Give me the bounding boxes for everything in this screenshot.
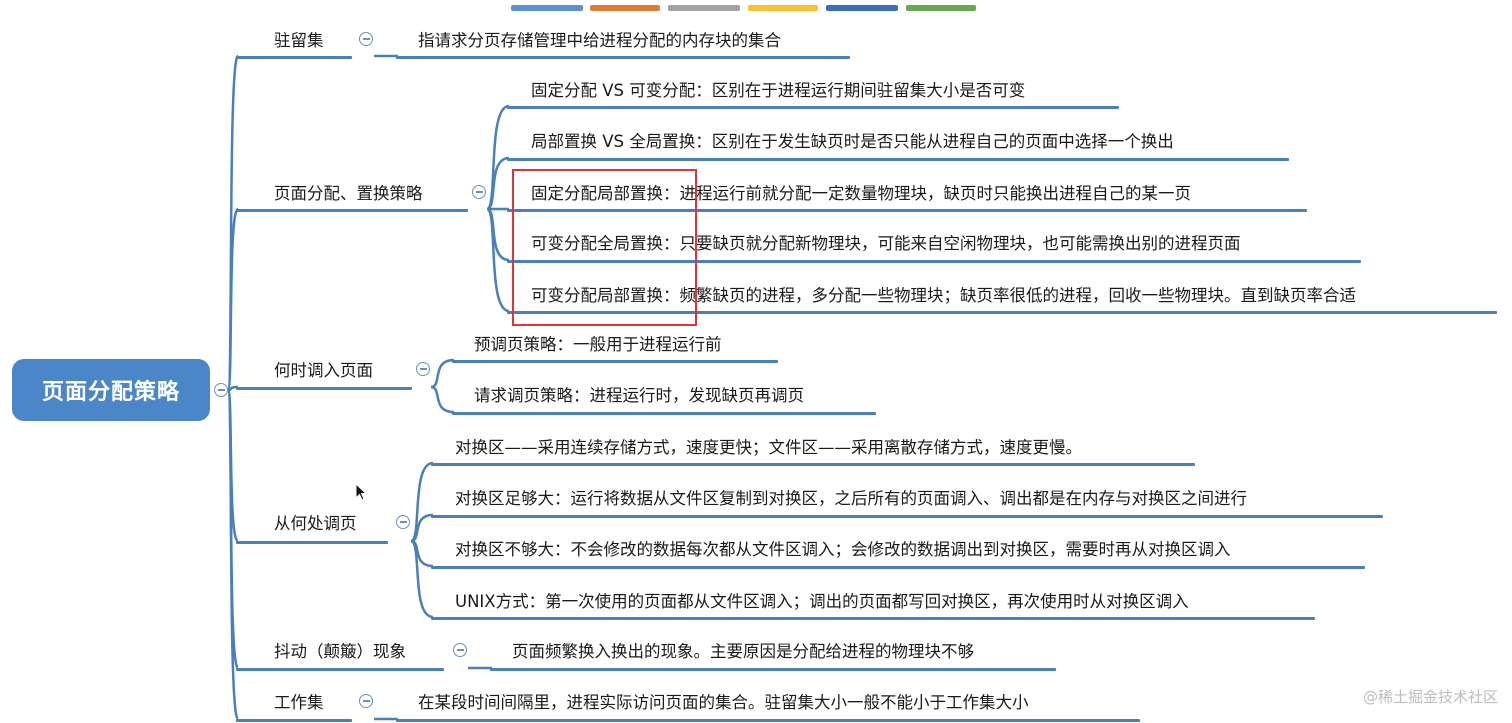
top-color-bar-5: [826, 5, 898, 11]
connector-curve: [430, 358, 455, 389]
leaf-underline: [431, 617, 1315, 620]
leaf-underline: [507, 311, 1497, 314]
leaf-fixed-vs-variable[interactable]: 固定分配 VS 可变分配：区别在于进程运行期间驻留集大小是否可变: [531, 81, 1026, 100]
branch-label-when-to-load[interactable]: 何时调入页面: [274, 361, 373, 380]
top-color-bar-3: [668, 5, 740, 11]
branch-collapse-toggle-icon[interactable]: [396, 515, 410, 529]
leaf-underline: [452, 412, 876, 415]
connector-curve: [486, 156, 510, 211]
top-color-bar-1: [511, 5, 583, 11]
leaf-working-set-definition[interactable]: 在某段时间间隔里，进程实际访问页面的集合。驻留集大小一般不能小于工作集大小: [418, 693, 1029, 712]
connector-curve: [226, 207, 240, 392]
leaf-local-vs-global[interactable]: 局部置换 VS 全局置换：区别在于发生缺页时是否只能从进程自己的页面中选择一个换…: [531, 132, 1174, 151]
root-node-label: 页面分配策略: [41, 380, 180, 405]
branch-underline: [236, 719, 352, 722]
branch-collapse-toggle-icon[interactable]: [416, 362, 430, 376]
leaf-underline: [507, 260, 1361, 263]
watermark: @稀土掘金技术社区: [1362, 688, 1498, 706]
branch-underline: [236, 209, 468, 212]
highlight-box-strategies: [512, 169, 697, 326]
leaf-thrashing-definition[interactable]: 页面频繁换入换出的现象。主要原因是分配给进程的物理块不够: [512, 642, 974, 661]
leaf-underline: [507, 209, 1307, 212]
connector-curve: [226, 388, 240, 721]
branch-label-working-set[interactable]: 工作集: [274, 693, 324, 712]
branch-underline: [236, 668, 444, 671]
branch-collapse-toggle-icon[interactable]: [359, 694, 373, 708]
leaf-underline: [490, 668, 1056, 671]
leaf-demand-paging[interactable]: 请求调页策略：进程运行时，发现缺页再调页: [474, 386, 804, 405]
leaf-variable-global[interactable]: 可变分配全局置换：只要缺页就分配新物理块，可能来自空闲物理块，也可能需换出别的进…: [531, 234, 1241, 253]
branch-collapse-toggle-icon[interactable]: [472, 185, 486, 199]
branch-collapse-toggle-icon[interactable]: [453, 643, 467, 657]
leaf-variable-local[interactable]: 可变分配局部置换：频繁缺页的进程，多分配一些物理块；缺页率很低的进程，回收一些物…: [531, 286, 1356, 305]
branch-collapse-toggle-icon[interactable]: [359, 32, 373, 46]
leaf-resident-set-definition[interactable]: 指请求分页存储管理中给进程分配的内存块的集合: [418, 31, 781, 50]
leaf-underline: [431, 463, 1195, 466]
mouse-cursor-icon: [355, 483, 368, 501]
leaf-swap-large[interactable]: 对换区足够大：运行将数据从文件区复制到对换区，之后所有的页面调入、调出都是在内存…: [455, 489, 1247, 508]
top-color-bar-6: [906, 5, 976, 11]
leaf-underline: [507, 106, 1119, 109]
leaf-underline: [452, 360, 778, 363]
branch-underline: [236, 387, 412, 390]
branch-label-allocation-replacement[interactable]: 页面分配、置换策略: [274, 184, 423, 203]
leaf-unix-method[interactable]: UNIX方式：第一次使用的页面都从文件区调入；调出的页面都写回对换区，再次使用时…: [455, 592, 1189, 611]
connector-curve: [410, 539, 434, 619]
branch-label-where-to-load[interactable]: 从何处调页: [274, 514, 357, 533]
branch-label-resident-set[interactable]: 驻留集: [274, 31, 324, 50]
top-color-bar-4: [748, 5, 818, 11]
root-node[interactable]: 页面分配策略: [12, 359, 210, 421]
root-collapse-toggle-icon[interactable]: [214, 383, 228, 397]
leaf-underline: [431, 515, 1383, 518]
leaf-underline: [396, 719, 1140, 722]
leaf-prepaging[interactable]: 预调页策略：一般用于进程运行前: [474, 335, 722, 354]
connector-curve: [485, 207, 510, 313]
branch-underline: [236, 541, 388, 544]
leaf-swap-vs-file[interactable]: 对换区——采用连续存储方式，速度更快；文件区——采用离散存储方式，速度更慢。: [455, 438, 1082, 457]
leaf-swap-small[interactable]: 对换区不够大：不会修改的数据每次都从文件区调入；会修改的数据调出到对换区，需要时…: [455, 540, 1231, 559]
leaf-underline: [507, 158, 1289, 161]
branch-underline: [236, 56, 352, 59]
leaf-underline: [396, 56, 850, 59]
top-color-bar-2: [590, 5, 660, 11]
connector-curve: [430, 385, 455, 414]
connector-curve: [410, 461, 434, 543]
leaf-underline: [431, 566, 1365, 569]
branch-label-thrashing[interactable]: 抖动（颠簸）现象: [274, 642, 406, 661]
